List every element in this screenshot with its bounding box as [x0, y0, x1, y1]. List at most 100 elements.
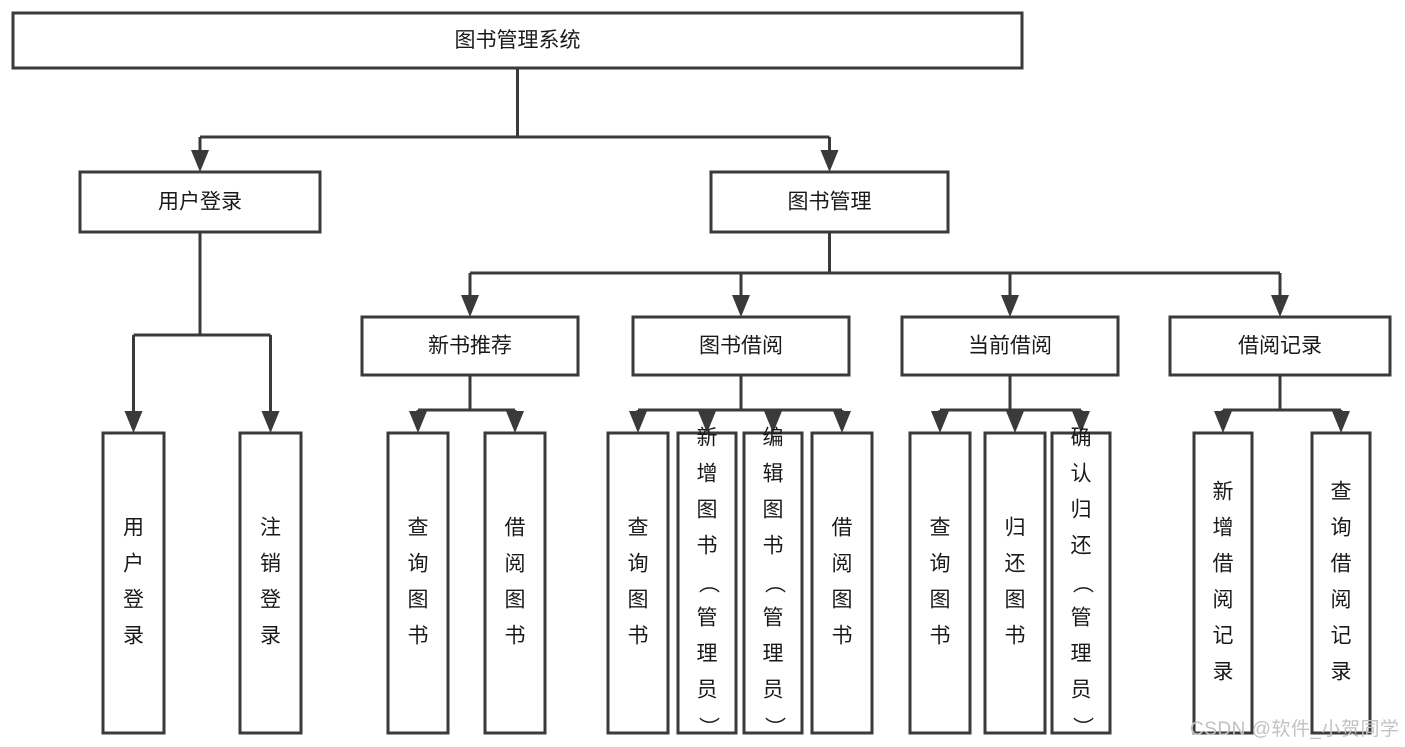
- node-box-borrow-record: [1168, 315, 1392, 377]
- svg-text:书: 书: [763, 535, 784, 558]
- arrow-head-icon: [506, 411, 524, 433]
- node-box-leaf-query-record: [1310, 431, 1372, 735]
- arrow-head-icon: [1271, 295, 1289, 317]
- node-box-leaf-add-record: [1192, 431, 1254, 735]
- connector-layer: [124, 68, 1350, 433]
- arrow-head-icon: [833, 411, 851, 433]
- svg-text:图: 图: [628, 589, 649, 612]
- node-box-leaf-borrow-book-1: [483, 431, 547, 735]
- csdn-watermark: CSDN @软件_小贺同学: [1190, 719, 1400, 740]
- svg-text:员: 员: [697, 679, 718, 702]
- svg-text:阅: 阅: [1331, 589, 1352, 612]
- node-label-book-borrow: 图书借阅: [699, 335, 783, 358]
- svg-text:）: ）: [762, 717, 785, 738]
- svg-text:录: 录: [1331, 661, 1352, 684]
- svg-text:增: 增: [1213, 517, 1234, 540]
- svg-text:录: 录: [260, 625, 281, 648]
- node-borrow-record[interactable]: 借阅记录: [1168, 315, 1392, 377]
- node-book-borrow[interactable]: 图书借阅: [631, 315, 851, 377]
- node-box-leaf-logout: [238, 431, 303, 735]
- node-box-leaf-edit-book: [742, 431, 804, 735]
- svg-text:录: 录: [123, 625, 144, 648]
- node-box-root: [11, 11, 1024, 70]
- svg-text:管: 管: [697, 607, 718, 630]
- arrow-head-icon: [698, 411, 716, 433]
- svg-text:）: ）: [1070, 717, 1093, 738]
- svg-text:确: 确: [1071, 427, 1092, 450]
- node-leaf-user-login[interactable]: 用户登录: [101, 431, 166, 735]
- arrow-head-icon: [1332, 411, 1350, 433]
- svg-text:借: 借: [832, 517, 853, 540]
- node-root[interactable]: 图书管理系统: [11, 11, 1024, 70]
- svg-text:编: 编: [763, 427, 784, 450]
- svg-text:新: 新: [1213, 481, 1234, 504]
- svg-text:书: 书: [697, 535, 718, 558]
- svg-text:书: 书: [930, 625, 951, 648]
- svg-text:借: 借: [1213, 553, 1234, 576]
- node-box-book-manage: [709, 170, 950, 234]
- node-current-borrow[interactable]: 当前借阅: [900, 315, 1120, 377]
- svg-text:新: 新: [697, 427, 718, 450]
- node-layer: 图书管理系统用户登录图书管理新书推荐图书借阅当前借阅借阅记录用户登录注销登录查询…: [11, 11, 1392, 738]
- svg-text:辑: 辑: [763, 463, 784, 486]
- svg-text:管: 管: [1071, 607, 1092, 630]
- node-new-book-rec[interactable]: 新书推荐: [360, 315, 580, 377]
- node-user-login[interactable]: 用户登录: [78, 170, 322, 234]
- svg-text:图: 图: [1005, 589, 1026, 612]
- svg-text:员: 员: [1071, 679, 1092, 702]
- svg-text:图: 图: [505, 589, 526, 612]
- node-box-leaf-borrow-book-2: [810, 431, 874, 735]
- svg-text:理: 理: [697, 643, 718, 666]
- arrow-head-icon: [1001, 295, 1019, 317]
- svg-text:录: 录: [1213, 661, 1234, 684]
- arrow-head-icon: [1214, 411, 1232, 433]
- svg-text:用: 用: [123, 517, 144, 540]
- node-box-book-borrow: [631, 315, 851, 377]
- arrow-head-icon: [409, 411, 427, 433]
- node-label-user-login: 用户登录: [158, 191, 242, 214]
- node-box-leaf-confirm-return: [1050, 431, 1112, 735]
- node-box-leaf-return-book: [983, 431, 1047, 735]
- svg-text:登: 登: [123, 589, 144, 612]
- arrow-head-icon: [191, 150, 209, 172]
- node-label-book-manage: 图书管理: [788, 191, 872, 214]
- arrow-head-icon: [124, 411, 143, 433]
- svg-text:销: 销: [260, 553, 281, 576]
- svg-text:理: 理: [1071, 643, 1092, 666]
- svg-text:书: 书: [1005, 625, 1026, 648]
- node-box-leaf-query-book-3: [908, 431, 972, 735]
- node-box-user-login: [78, 170, 322, 234]
- svg-text:询: 询: [1331, 517, 1352, 540]
- node-book-manage[interactable]: 图书管理: [709, 170, 950, 234]
- svg-text:借: 借: [1331, 553, 1352, 576]
- arrow-head-icon: [1006, 411, 1024, 433]
- arrow-head-icon: [1072, 411, 1090, 433]
- svg-text:图: 图: [930, 589, 951, 612]
- svg-text:图: 图: [697, 499, 718, 522]
- svg-text:借: 借: [505, 517, 526, 540]
